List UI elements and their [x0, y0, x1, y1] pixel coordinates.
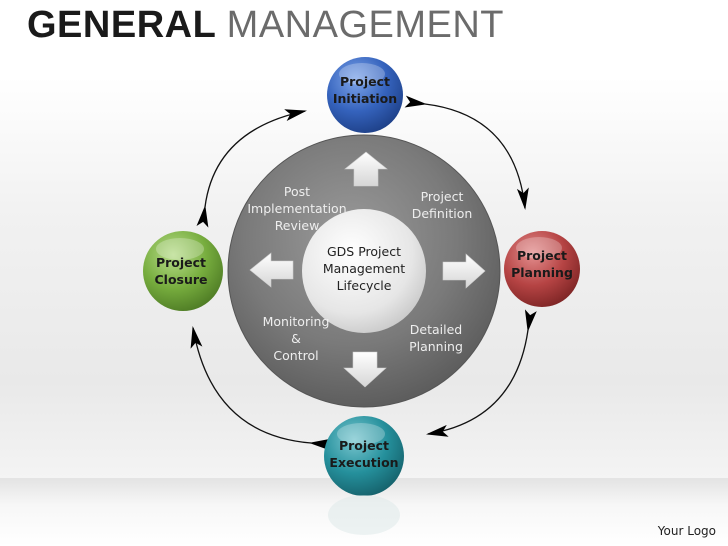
- logo-text: Your Logo: [657, 524, 716, 538]
- sphere-execution: [324, 416, 404, 496]
- stage-post-implementation: Post Implementation Review: [247, 184, 347, 233]
- sphere-initiation: [327, 57, 403, 133]
- stage-monitoring: Monitoring & Control: [262, 314, 330, 363]
- hub-circle: [302, 209, 426, 333]
- execution-reflection: [328, 495, 400, 535]
- arrow-closure-initiation: [196, 109, 307, 228]
- stage-definition: Project Definition: [411, 189, 473, 221]
- node-initiation-label: Project Initiation: [332, 74, 398, 106]
- cycle-arrows: [190, 95, 537, 451]
- up-arrow-icon: [344, 151, 388, 187]
- stage-detailed-planning: Detailed Planning: [409, 322, 463, 354]
- left-arrow-icon: [249, 252, 294, 288]
- hub-label: GDS Project Management Lifecycle: [322, 244, 406, 293]
- arrow-initiation-planning: [404, 95, 529, 210]
- down-arrow-icon: [343, 351, 387, 388]
- title-light: MANAGEMENT: [226, 4, 505, 46]
- node-closure-label: Project Closure: [154, 255, 208, 287]
- sphere-closure: [143, 231, 223, 311]
- node-planning-label: Project Planning: [511, 248, 573, 280]
- page-title: GENERAL MANAGEMENT: [27, 2, 504, 48]
- arrow-execution-closure: [190, 326, 332, 451]
- right-arrow-icon: [442, 253, 486, 289]
- arrow-planning-execution: [426, 309, 537, 437]
- sphere-planning: [504, 231, 580, 307]
- title-bold: GENERAL: [27, 4, 216, 46]
- node-execution-label: Project Execution: [329, 438, 399, 470]
